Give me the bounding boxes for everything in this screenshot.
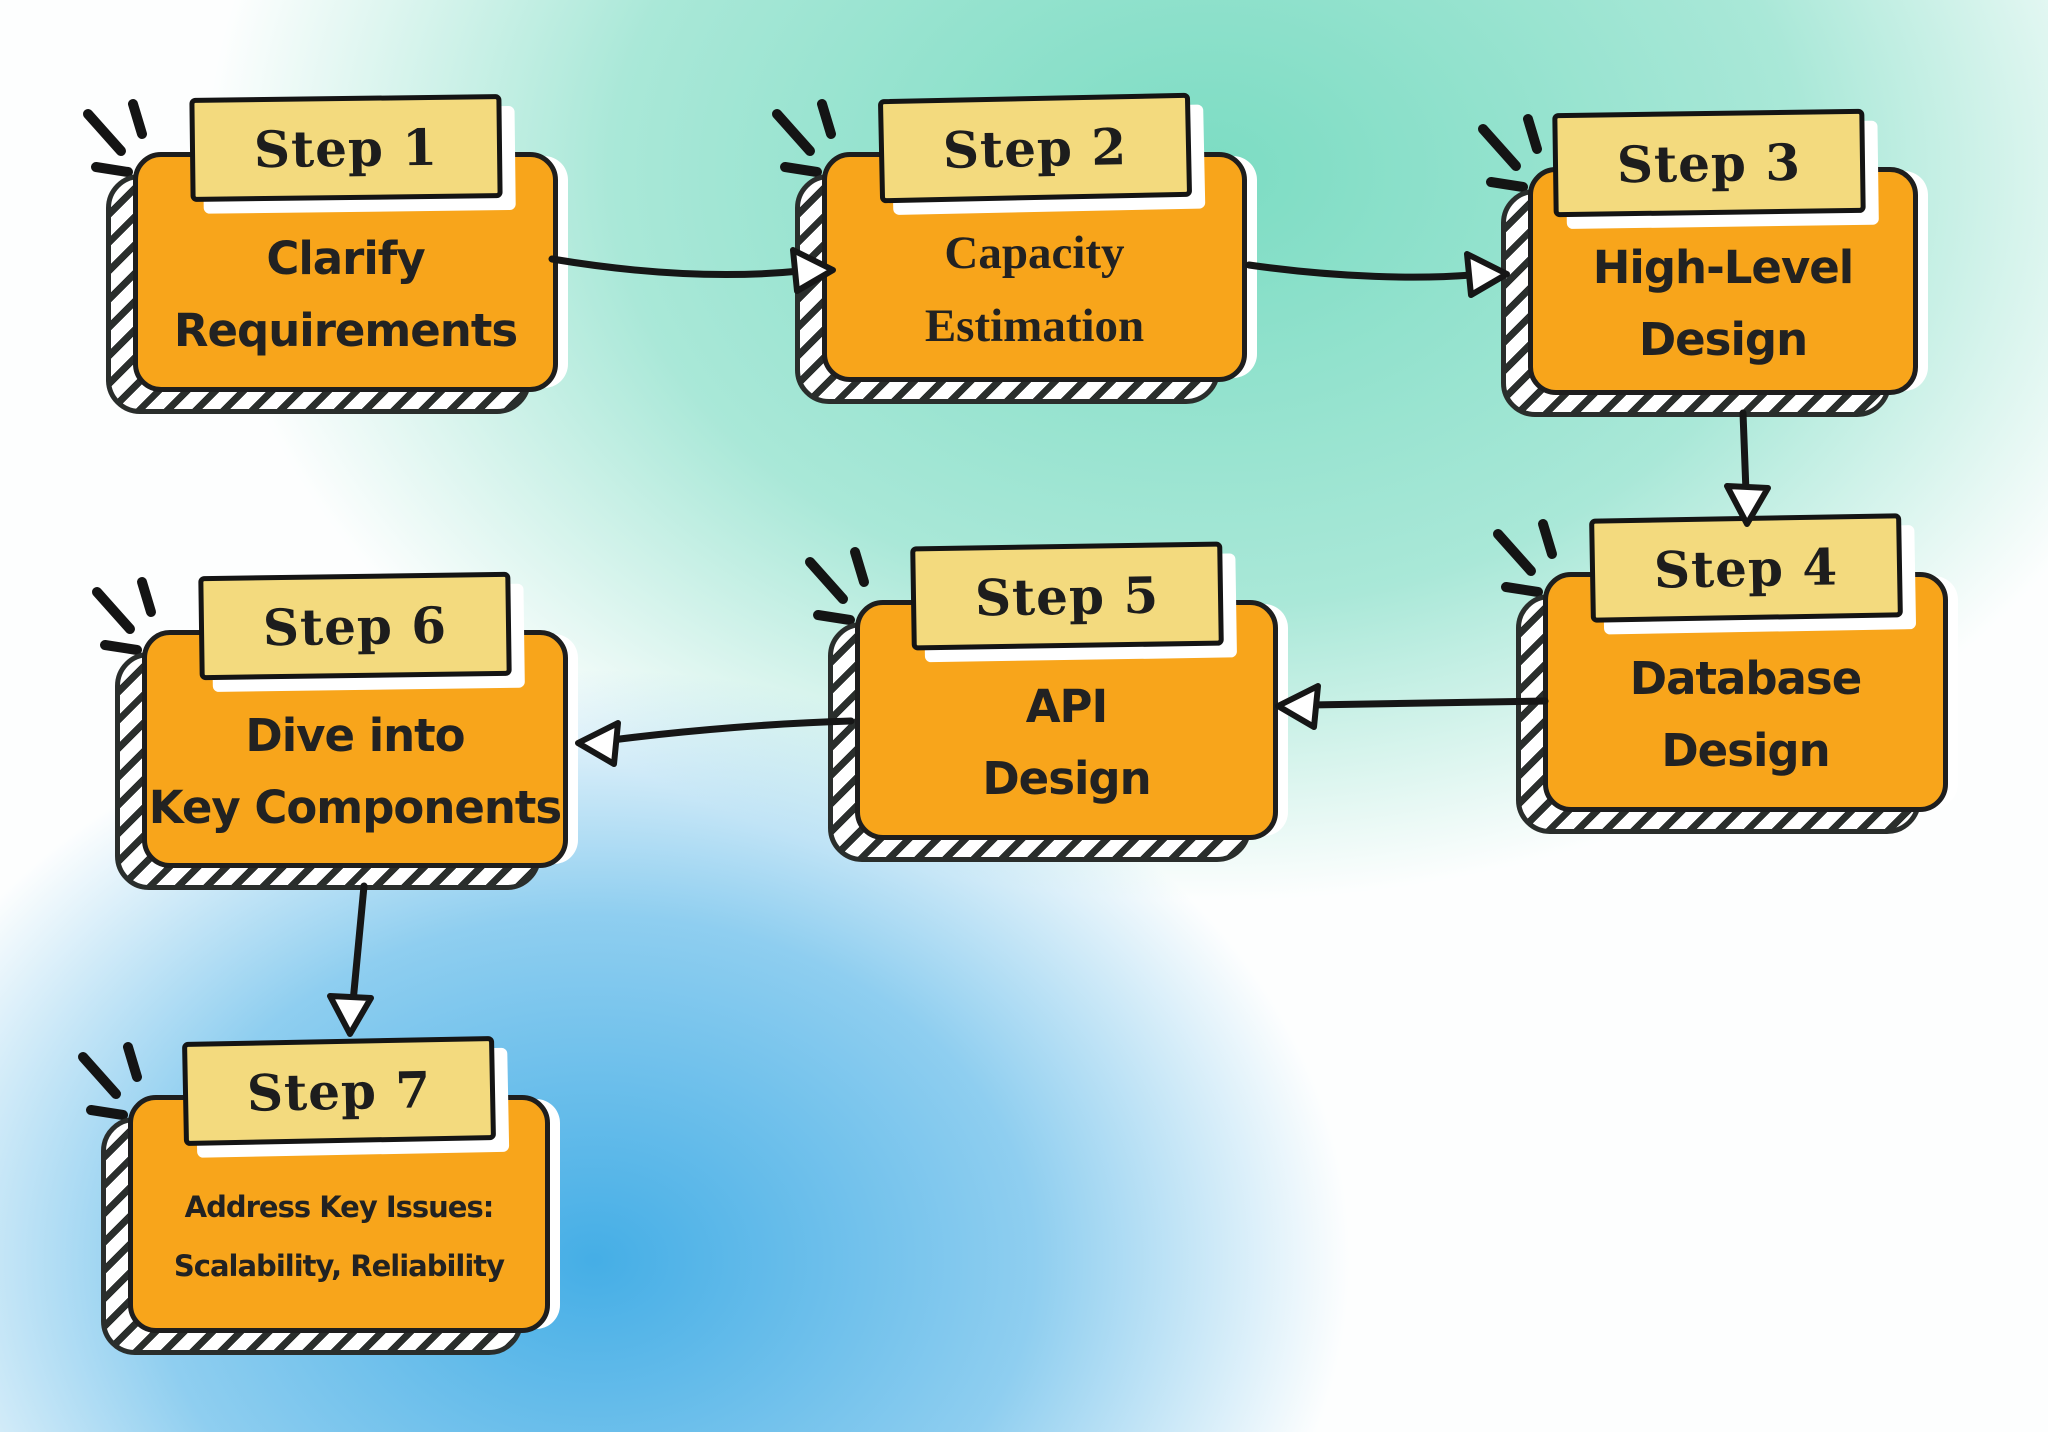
arrow-step-3-to-step-4: [1724, 409, 1771, 527]
sparkle-icon: [92, 577, 156, 655]
step-4-node: Database Design Step 4: [1493, 513, 1948, 834]
arrow-step-6-to-step-7: [327, 882, 374, 1037]
step-label-text: Step 4: [1652, 536, 1839, 600]
step-1-text-line: Requirements: [173, 304, 518, 357]
step-4-text-line: Design: [1661, 724, 1830, 777]
step-label-text: Step 2: [941, 116, 1128, 180]
step-3-text-line: Design: [1638, 313, 1808, 366]
sparkle-icon: [1478, 114, 1542, 192]
arrow-step-4-to-step-5: [1275, 683, 1549, 730]
step-label-text: Step 5: [973, 565, 1160, 627]
step-label-text: Step 3: [1616, 132, 1802, 194]
step-label-text: Step 6: [262, 595, 448, 657]
step-7-label: Step 7: [182, 1036, 496, 1146]
step-7-text-line: Scalability, Reliability: [173, 1249, 505, 1283]
step-6-node: Dive into Key Components Step 6: [92, 571, 568, 890]
step-1-label: Step 1: [188, 94, 503, 202]
step-2-label: Step 2: [877, 92, 1192, 204]
step-5-label: Step 5: [909, 541, 1224, 651]
step-2-text-line: Estimation: [924, 300, 1145, 352]
sparkle-icon: [83, 99, 147, 177]
step-1-text-line: Clarify: [266, 232, 425, 285]
step-7-node: Address Key Issues: Scalability, Reliabi…: [78, 1036, 550, 1355]
arrow-step-5-to-step-6: [575, 717, 855, 767]
step-3-label: Step 3: [1552, 108, 1866, 218]
step-4-text-line: Database: [1629, 652, 1862, 705]
step-1-node: Clarify Requirements Step 1: [83, 94, 558, 414]
step-5-text-line: API: [1025, 680, 1109, 733]
step-2-text-line: Capacity: [944, 227, 1125, 280]
arrow-step-2-to-step-3: [1245, 251, 1510, 298]
step-3-node: High-Level Design Step 3: [1478, 108, 1918, 417]
step-5-node: API Design Step 5: [805, 541, 1278, 862]
step-label-text: Step 1: [253, 117, 438, 179]
arrow-step-1-to-step-2: [548, 247, 836, 294]
step-2-node: Capacity Estimation Step 2: [772, 92, 1247, 404]
sparkle-icon: [78, 1042, 142, 1120]
step-6-text-line: Key Components: [148, 781, 562, 834]
sparkle-icon: [1493, 519, 1557, 597]
step-7-text-line: Address Key Issues:: [184, 1189, 495, 1224]
sparkle-icon: [772, 99, 836, 177]
step-5-text-line: Design: [982, 752, 1151, 805]
step-3-text-line: High-Level: [1592, 241, 1854, 294]
step-4-label: Step 4: [1588, 513, 1903, 623]
step-6-label: Step 6: [198, 571, 512, 681]
step-label-text: Step 7: [246, 1059, 432, 1123]
step-6-text-line: Dive into: [245, 709, 465, 762]
sparkle-icon: [805, 547, 869, 625]
